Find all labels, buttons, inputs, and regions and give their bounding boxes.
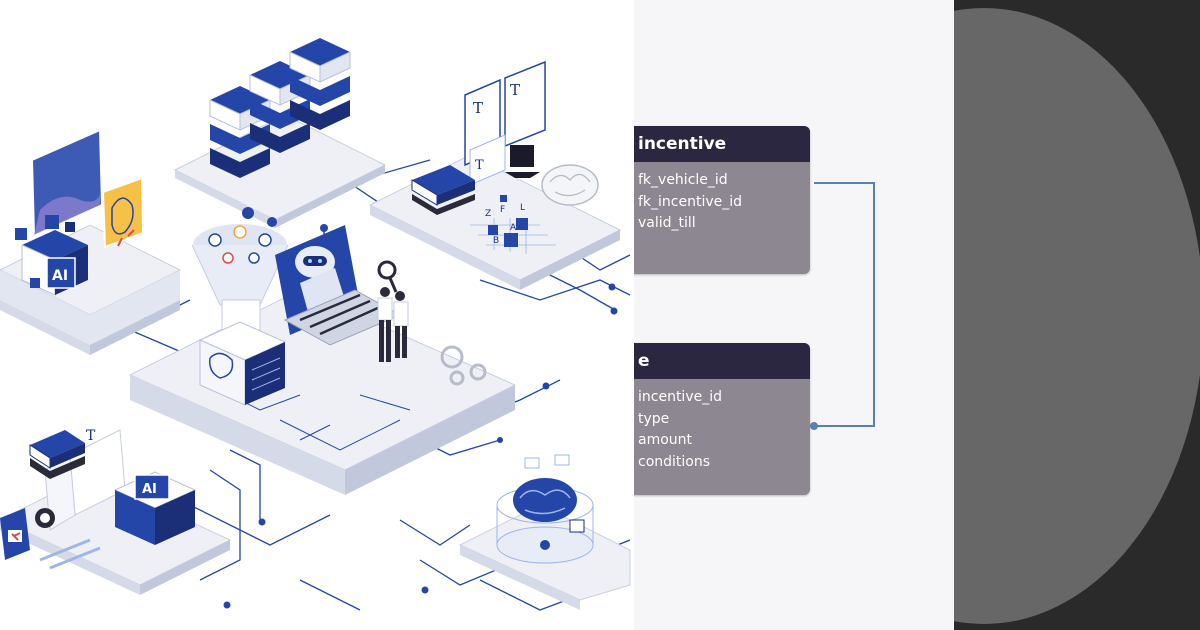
- table-field: incentive_id: [638, 389, 722, 405]
- brain-model: [541, 164, 599, 206]
- dark-side-panel: [954, 0, 1200, 630]
- doc-letter: T: [510, 81, 520, 99]
- erd-table-e: e incentive_id type amount conditions: [634, 343, 810, 495]
- ai-isometric-illustration: T T T: [0, 38, 631, 611]
- table-header: e: [634, 343, 810, 379]
- laptop-keyboard: [283, 289, 402, 346]
- monitor: [505, 145, 540, 178]
- ai-art-platform: AI: [0, 128, 182, 355]
- people-figures: [377, 260, 409, 362]
- cube-letter: L: [520, 203, 525, 213]
- cube-letter: F: [500, 205, 505, 215]
- moon-painting: [30, 128, 104, 237]
- connector-endpoint: [810, 422, 818, 430]
- cube-letter: B: [493, 236, 499, 246]
- documents-platform: T T T: [368, 60, 622, 290]
- erd-diagram: incentive fk_vehicle_id fk_incentive_id …: [634, 0, 954, 630]
- table-field: fk_incentive_id: [638, 193, 743, 210]
- hologram-platform: [458, 454, 631, 610]
- doc-letter: T: [86, 428, 96, 444]
- central-platform: [128, 207, 517, 495]
- ai-badge-text: AI: [142, 482, 157, 497]
- book-stack: [29, 430, 85, 479]
- letter-cubes: Z F L B A: [470, 195, 556, 254]
- cube-letter: A: [510, 223, 517, 233]
- doc-letter: T: [475, 158, 484, 173]
- ai-chip: AI: [21, 230, 88, 296]
- erd-table-incentive: incentive fk_vehicle_id fk_incentive_id …: [634, 126, 810, 274]
- books-ai-platform: T AI: [0, 428, 232, 595]
- ai-chip: AI: [113, 471, 197, 545]
- ai-badge-text: AI: [52, 268, 68, 284]
- hologram-brain: [496, 454, 594, 564]
- gears: [440, 345, 487, 386]
- tablet-device: [0, 508, 55, 560]
- book-stack: [411, 165, 475, 215]
- table-field: fk_vehicle_id: [638, 172, 728, 188]
- doc-letter: T: [473, 99, 483, 117]
- decorative-circle: [954, 8, 1200, 624]
- table-field: conditions: [638, 453, 711, 470]
- table-field: type: [638, 410, 670, 427]
- table-field: valid_till: [638, 215, 696, 231]
- server-platform: [173, 38, 387, 228]
- server-stack: [289, 38, 351, 130]
- table-field: amount: [638, 432, 693, 448]
- table-header: incentive: [634, 126, 810, 162]
- brain-chip-cube: [198, 321, 287, 406]
- document-pages: T T T: [464, 60, 546, 186]
- cube-letter: Z: [485, 209, 491, 219]
- relationship-connector: [810, 182, 875, 430]
- portrait-painting: [101, 176, 145, 249]
